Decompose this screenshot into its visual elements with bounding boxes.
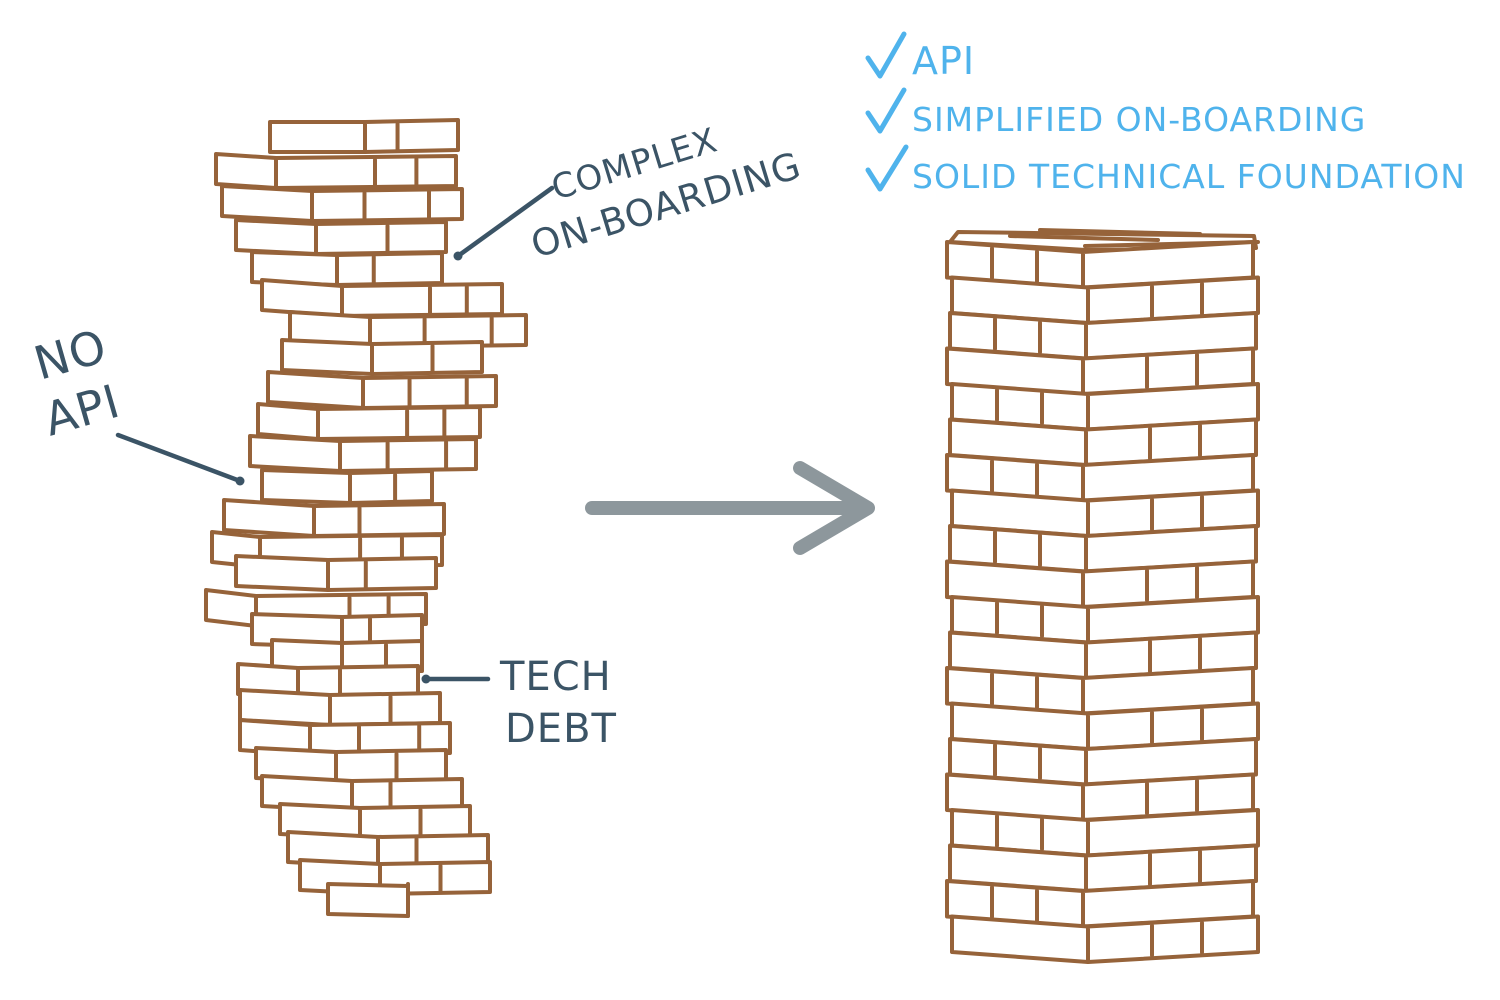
tech-debt-leader-dot [421, 674, 431, 684]
wobbly-block-left-face [220, 184, 314, 223]
wobbly-block-right-face [358, 804, 472, 840]
no-api-leader-dot [235, 476, 245, 486]
stable-jenga-tower [945, 228, 1260, 964]
right-arrow-icon [585, 461, 875, 555]
checklist-item: SIMPLIFIED ON-BOARDING [865, 87, 1366, 139]
wobbly-block-right-face [338, 437, 478, 473]
wobbly-block-left-face [266, 370, 365, 410]
checklist-item-text: SIMPLIFIED ON-BOARDING [912, 100, 1366, 139]
stable-block-right-face [1084, 630, 1258, 680]
wobbly-block-left-face [222, 498, 316, 538]
complex-onboarding-leader-line [455, 185, 555, 259]
checkmark-icon [865, 87, 907, 134]
stable-block-right-face [1084, 524, 1258, 574]
wobbly-block-right-face [316, 405, 482, 441]
wobbly-block-right-face [348, 469, 434, 505]
wobbly-block-right-face [340, 282, 504, 318]
checklist-item: API [865, 31, 975, 83]
stable-block-right-face [1086, 914, 1260, 964]
wobbly-block-right-face [274, 154, 458, 190]
checkmark-icon [865, 31, 907, 79]
wobbly-block-right-face [312, 502, 446, 538]
wobbly-block-left-face [214, 152, 278, 190]
tech-debt-label-line1: TECH [499, 654, 612, 700]
wobbly-block-left-face [280, 338, 374, 376]
wobbly-block-left-face [234, 218, 318, 256]
stable-block-right-face [1084, 843, 1258, 893]
wobbly-block-right-face [363, 118, 460, 154]
checklist-item-text: API [912, 39, 975, 83]
no-api-label: NO API [28, 319, 126, 447]
wobbly-block-right-face [326, 556, 438, 592]
wobbly-block-left-face [260, 278, 344, 318]
no-api-leader-line [115, 432, 243, 484]
benefits-checklist: API SIMPLIFIED ON-BOARDING SOLID TECHNIC… [865, 31, 1466, 196]
tech-debt-label-line2: DEBT [505, 706, 617, 752]
wobbly-block-right-face [370, 340, 484, 376]
checkmark-icon [865, 144, 909, 192]
wobbly-block-right-face [310, 187, 464, 223]
wobbly-block-right-face [361, 374, 498, 410]
wobbly-block-left-face [248, 434, 342, 473]
stable-block-right-face [1084, 311, 1258, 361]
stable-block-left-face [950, 914, 1090, 964]
wobbly-block-right-face [314, 220, 448, 256]
wobbly-block-right-face [368, 313, 528, 349]
wobbly-block-left-face [326, 882, 410, 918]
wobbly-block-right-face [308, 721, 452, 757]
wobbly-block-left-face [234, 554, 330, 592]
wobbly-block-right-face [328, 691, 442, 727]
block-seam [1038, 228, 1202, 236]
wobbly-block-left-face [268, 120, 367, 154]
wobbly-jenga-tower [204, 118, 528, 918]
wobbly-block-left-face [260, 468, 352, 505]
checklist-item: SOLID TECHNICAL FOUNDATION [865, 144, 1466, 196]
wobbly-block-left-face [204, 588, 258, 628]
stable-block-right-face [1084, 737, 1258, 787]
stable-block-right-face [1084, 417, 1258, 467]
wobbly-block-right-face [335, 251, 444, 287]
complex-onboarding-leader-dot [453, 251, 463, 261]
tech-debt-label: TECH DEBT [499, 654, 617, 752]
wobbly-block-right-face [334, 748, 448, 784]
complex-onboarding-label: COMPLEX ON-BOARDING [526, 120, 806, 266]
checklist-item-text: SOLID TECHNICAL FOUNDATION [912, 157, 1466, 196]
block-seam [1008, 234, 1160, 242]
wobbly-block-left-face [256, 402, 320, 441]
